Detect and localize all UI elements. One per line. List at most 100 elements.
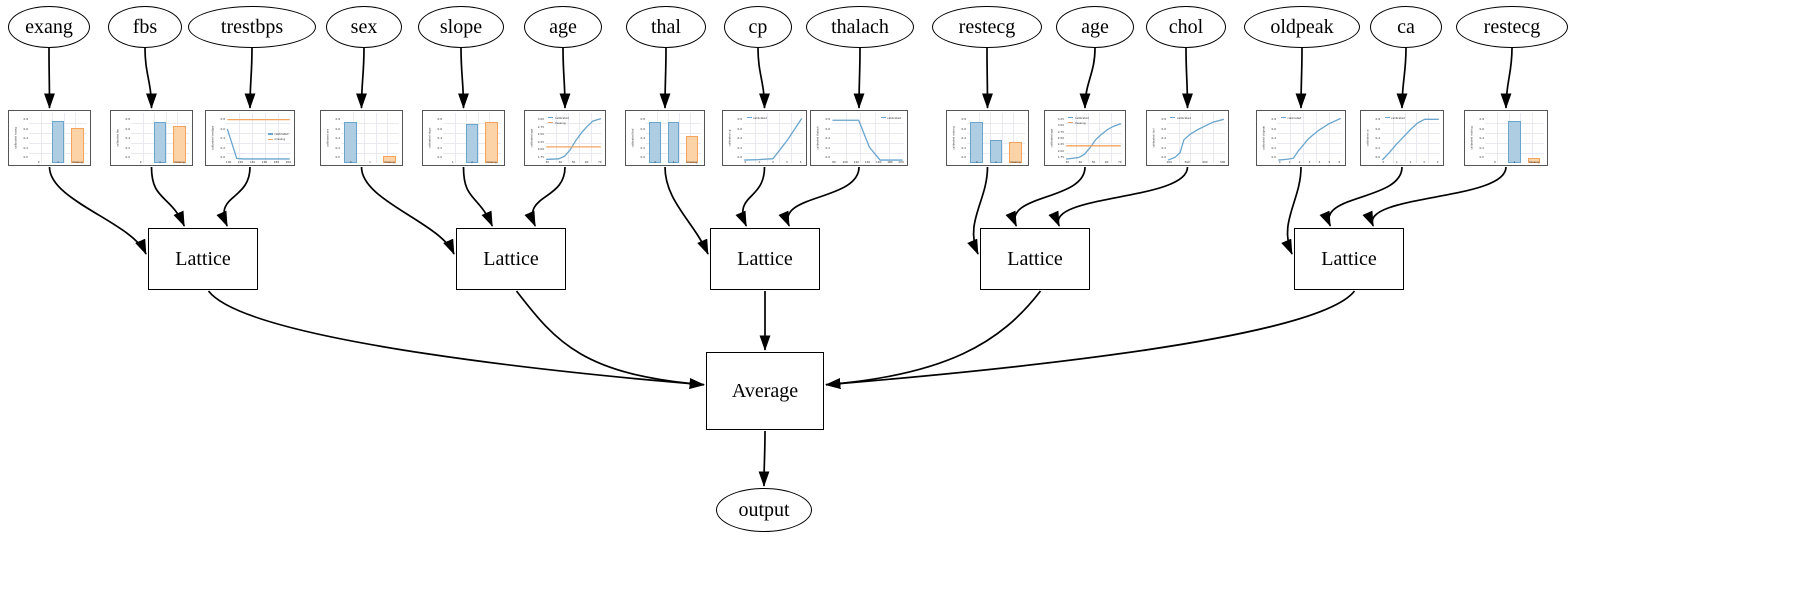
y-tick: 0.4 bbox=[220, 136, 225, 140]
x-tick: 1 bbox=[57, 159, 59, 164]
edge-lattice-to-average-0 bbox=[207, 290, 705, 389]
y-tick: 0.2 bbox=[1375, 145, 1380, 150]
gridline-horizontal bbox=[545, 133, 602, 134]
gridline-vertical bbox=[1099, 113, 1100, 163]
legend-item: missing bbox=[548, 121, 568, 125]
edge-plot-to-lattice-7 bbox=[735, 166, 766, 227]
y-tick: 0.6 bbox=[125, 126, 130, 131]
feature-node-trestbps[interactable]: trestbps bbox=[188, 6, 316, 48]
x-tick: 2 bbox=[1409, 159, 1412, 164]
edge-feature-to-plot-9 bbox=[982, 47, 993, 109]
legend-label: calibrated bbox=[1074, 115, 1089, 120]
lattice-node-2[interactable]: Lattice bbox=[456, 228, 566, 290]
feature-node-cp[interactable]: cp bbox=[724, 6, 792, 48]
edge-plot-to-lattice-13 bbox=[1319, 166, 1403, 227]
feature-node-fbs[interactable]: fbs bbox=[108, 6, 182, 48]
x-tick: 2 bbox=[471, 159, 473, 164]
gridline-horizontal bbox=[967, 123, 1025, 124]
x-tick: 1 bbox=[1288, 159, 1291, 164]
feature-node-chol[interactable]: chol bbox=[1146, 6, 1226, 48]
y-axis-label: calibrated age bbox=[530, 128, 534, 148]
y-tick: 0.0 bbox=[1375, 155, 1380, 159]
edge-plot-to-lattice-6 bbox=[664, 166, 709, 255]
y-tick: 0.0 bbox=[825, 155, 830, 159]
x-tick: 2 bbox=[654, 159, 657, 164]
bar bbox=[1009, 142, 1022, 163]
feature-node-restecg[interactable]: restecg bbox=[1456, 6, 1568, 48]
y-axis-label: calibrated fbs bbox=[116, 129, 120, 147]
x-tick: 4 bbox=[1318, 159, 1321, 164]
y-tick: 0.8 bbox=[961, 117, 966, 121]
feature-node-restecg[interactable]: restecg bbox=[932, 6, 1042, 48]
lattice-node-1[interactable]: Lattice bbox=[148, 228, 258, 290]
legend-item: calibrated bbox=[267, 132, 288, 136]
plot-legend: calibrated bbox=[746, 116, 767, 120]
feature-node-thal[interactable]: thal bbox=[626, 6, 706, 48]
x-tick: 1 bbox=[995, 159, 997, 164]
legend-item: missing bbox=[1068, 121, 1088, 125]
legend-swatch-calibrated bbox=[548, 116, 554, 119]
feature-node-oldpeak[interactable]: oldpeak bbox=[1244, 6, 1360, 48]
y-tick: 0.4 bbox=[1271, 136, 1276, 140]
y-tick: 0.2 bbox=[737, 145, 742, 150]
output-node[interactable]: output bbox=[716, 488, 812, 532]
legend-item: calibrated bbox=[1068, 115, 1089, 120]
lattice-node-4[interactable]: Lattice bbox=[980, 228, 1090, 290]
gridline-vertical bbox=[1392, 113, 1394, 163]
average-node[interactable]: Average bbox=[706, 352, 824, 430]
feature-node-sex[interactable]: sex bbox=[326, 6, 402, 48]
x-tick: 140 bbox=[249, 159, 256, 164]
lattice-node-5[interactable]: Lattice bbox=[1294, 228, 1404, 290]
gridline-horizontal bbox=[743, 143, 803, 144]
y-tick: 2.75 bbox=[1057, 129, 1064, 134]
y-tick: 0.0 bbox=[335, 155, 340, 159]
lattice-node-3[interactable]: Lattice bbox=[710, 228, 820, 290]
gridline-horizontal bbox=[743, 123, 803, 124]
edge-feature-to-plot-5 bbox=[559, 47, 571, 109]
gridline-vertical bbox=[1496, 113, 1498, 163]
gridline-horizontal bbox=[341, 153, 399, 154]
gridline-vertical bbox=[779, 113, 780, 163]
feature-node-slope[interactable]: slope bbox=[418, 6, 504, 48]
gridline-vertical bbox=[239, 113, 240, 163]
gridline-horizontal bbox=[1167, 153, 1225, 154]
feature-node-thalach[interactable]: thalach bbox=[806, 6, 914, 48]
feature-node-age[interactable]: age bbox=[1056, 6, 1134, 48]
legend-swatch-calibrated bbox=[1170, 116, 1176, 119]
y-tick: 0.4 bbox=[125, 136, 130, 140]
feature-node-exang[interactable]: exang bbox=[8, 6, 90, 48]
legend-swatch-calibrated bbox=[1068, 116, 1074, 119]
y-tick: 0.8 bbox=[1479, 117, 1484, 121]
y-tick: 0.8 bbox=[737, 117, 742, 121]
edge-feature-to-plot-8 bbox=[853, 47, 865, 109]
x-tick: 0 bbox=[349, 159, 352, 164]
x-tick: 1 bbox=[369, 159, 371, 164]
gridline-vertical bbox=[387, 113, 388, 163]
x-tick: 60 bbox=[584, 159, 589, 164]
feature-node-age[interactable]: age bbox=[524, 6, 602, 48]
x-tick: 0 bbox=[1278, 159, 1281, 164]
y-tick: 0.6 bbox=[1479, 126, 1484, 131]
gridline-vertical bbox=[375, 113, 377, 163]
feature-node-ca[interactable]: ca bbox=[1370, 6, 1442, 48]
gridline-vertical bbox=[767, 113, 768, 163]
gridline-vertical bbox=[1316, 113, 1317, 163]
edge-plot-to-lattice-14 bbox=[1362, 166, 1507, 227]
